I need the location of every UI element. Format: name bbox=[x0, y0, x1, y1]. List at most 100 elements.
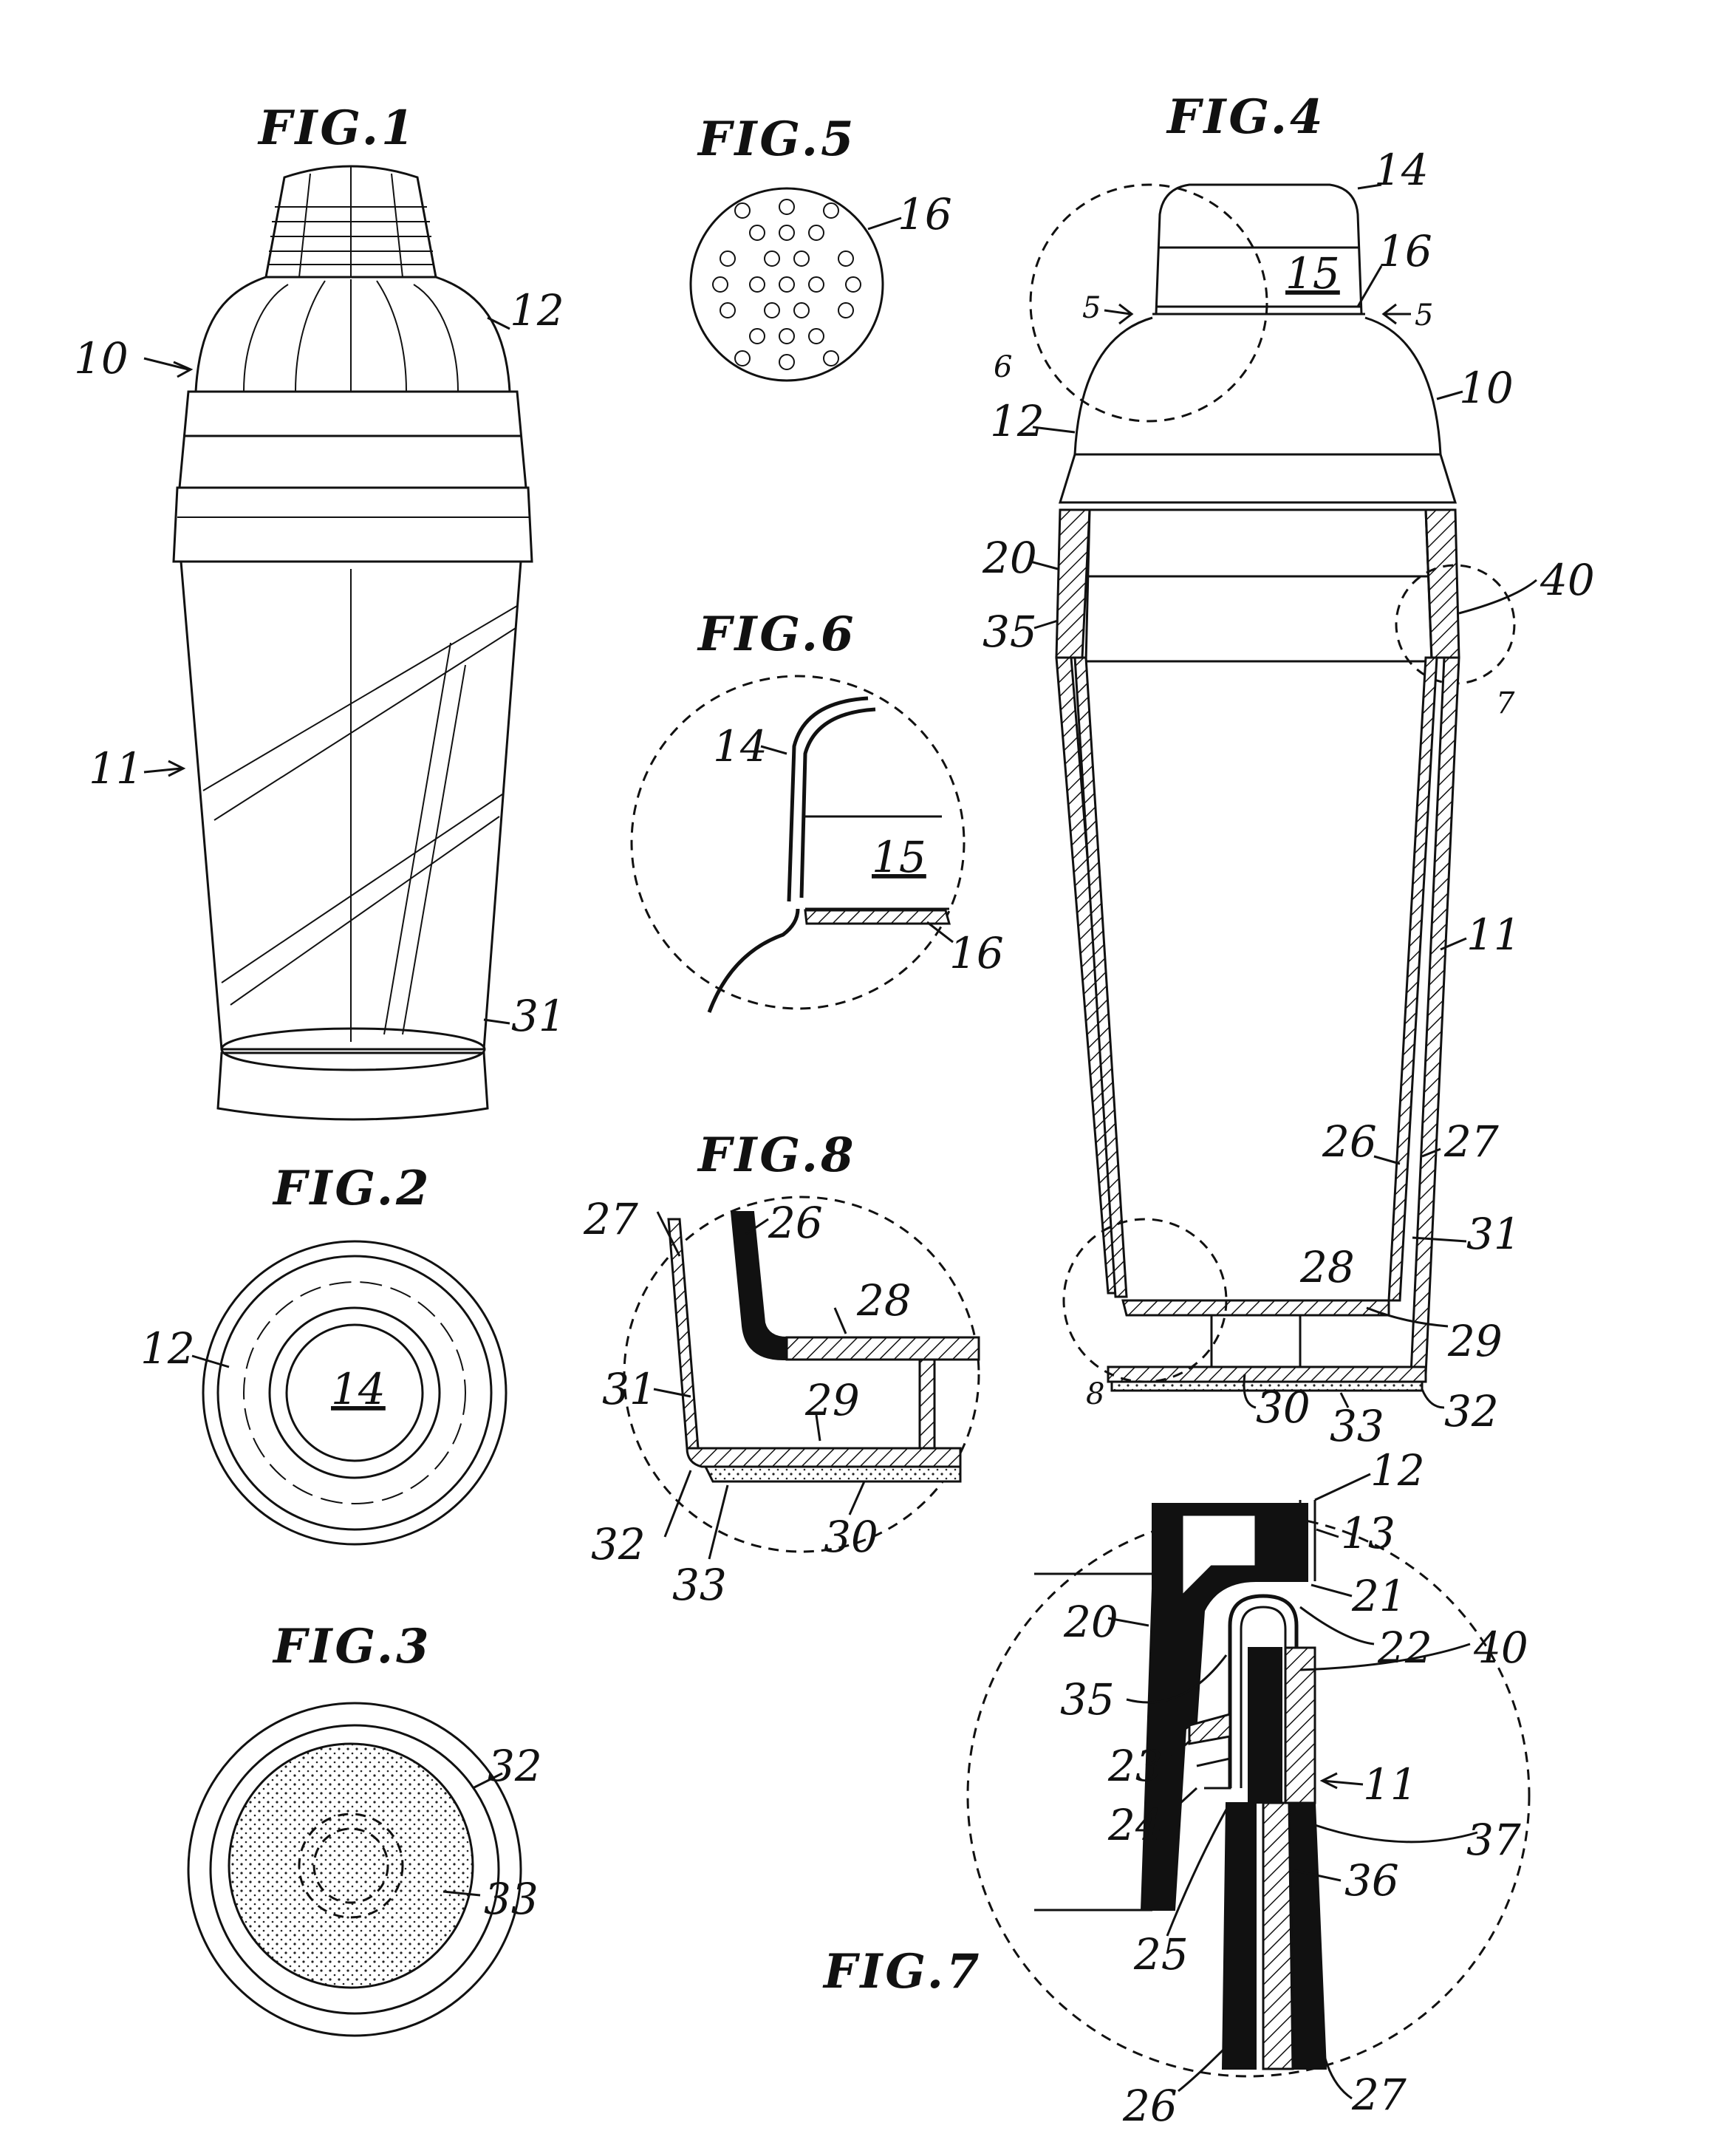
fig1-title: FIG.1 bbox=[257, 100, 417, 156]
fig1-lid-knurl bbox=[267, 166, 434, 278]
fig5-holes bbox=[712, 199, 861, 370]
fig1-label-cap: 12 bbox=[510, 285, 564, 335]
fig4-label-detail6: 6 bbox=[994, 350, 1012, 384]
fig1-base bbox=[216, 1051, 489, 1121]
fig1-cap-dome bbox=[194, 276, 511, 393]
fig5-label-strainer: 16 bbox=[898, 189, 952, 239]
fig7-outer-wall bbox=[1262, 1801, 1294, 2070]
fig4-label-section-left: 5 bbox=[1082, 291, 1101, 325]
fig5-disk bbox=[689, 187, 884, 382]
fig1-cup-reflections bbox=[202, 569, 518, 1042]
fig4-label-cup: 11 bbox=[1466, 910, 1521, 960]
fig4-inner-floor bbox=[1121, 1299, 1390, 1317]
fig1-cup-floor bbox=[220, 1027, 486, 1071]
fig6-label-chamber: 15 bbox=[872, 832, 926, 882]
fig4-detail8-circle bbox=[1062, 1218, 1228, 1383]
fig4-section-view: FIG.4 14 15 16 bbox=[982, 89, 1595, 1451]
fig1-collar bbox=[178, 390, 527, 489]
fig4-label-floor: 28 bbox=[1299, 1242, 1355, 1292]
fig7-label-edge: 13 bbox=[1341, 1508, 1395, 1558]
fig4-inner-wall-right bbox=[1387, 656, 1438, 1302]
fig7-label-inner: 26 bbox=[1122, 2081, 1178, 2131]
fig4-cap-band bbox=[1058, 453, 1458, 504]
fig4-label-detail7: 7 bbox=[1496, 686, 1515, 720]
fig4-label-strainer: 16 bbox=[1378, 226, 1432, 276]
fig1-label-bottom: 31 bbox=[511, 991, 566, 1041]
fig4-label-base: 32 bbox=[1444, 1386, 1499, 1436]
fig7-label-rim: 40 bbox=[1473, 1623, 1528, 1673]
fig7-rib bbox=[1188, 1713, 1231, 1745]
fig3-label-pad: 33 bbox=[484, 1874, 539, 1924]
fig8-base bbox=[686, 1447, 962, 1468]
fig2-lid bbox=[268, 1306, 441, 1479]
fig8-label-base: 32 bbox=[591, 1519, 646, 1569]
fig8-pad bbox=[703, 1465, 962, 1483]
fig1-cap-ribs bbox=[243, 279, 459, 392]
fig6-lid-detail: FIG.6 15 14 16 bbox=[630, 607, 1004, 1013]
fig7-label-lip: 22 bbox=[1377, 1623, 1432, 1673]
fig4-label-detail8: 8 bbox=[1086, 1377, 1104, 1411]
fig4-label-lid: 14 bbox=[1374, 145, 1429, 195]
fig7-label-collar: 20 bbox=[1063, 1597, 1118, 1647]
fig6-detail-circle bbox=[630, 675, 966, 1010]
fig8-label-inner: 26 bbox=[768, 1198, 823, 1248]
fig7-label-ring: 35 bbox=[1060, 1674, 1115, 1725]
fig7-collar bbox=[1140, 1503, 1308, 1911]
fig6-lid-wall bbox=[787, 696, 869, 902]
fig4-collar-left bbox=[1055, 508, 1091, 659]
fig8-label-outer: 27 bbox=[583, 1194, 638, 1244]
fig7-label-rib: 23 bbox=[1107, 1741, 1163, 1791]
fig4-label-shaker: 10 bbox=[1459, 363, 1514, 413]
fig8-outer-wall bbox=[667, 1218, 700, 1450]
fig4-label-section-right: 5 bbox=[1415, 299, 1433, 333]
fig8-detail-circle bbox=[623, 1196, 980, 1553]
fig2-outer-rim bbox=[202, 1240, 508, 1546]
fig5-title: FIG.5 bbox=[697, 112, 857, 167]
fig4-outer-wall-right bbox=[1409, 656, 1460, 1376]
fig3-title: FIG.3 bbox=[272, 1619, 432, 1674]
fig8-label-pad: 33 bbox=[672, 1560, 727, 1610]
fig4-label-ring: 35 bbox=[983, 607, 1037, 657]
fig4-label-outer: 27 bbox=[1443, 1116, 1499, 1167]
fig7-label-step: 25 bbox=[1133, 1929, 1189, 1979]
fig2-label-cap: 12 bbox=[140, 1323, 195, 1374]
fig7-label-cap: 12 bbox=[1370, 1445, 1425, 1496]
fig5-strainer-disk: FIG.5 16 bbox=[689, 112, 952, 382]
fig4-label-collar: 20 bbox=[982, 533, 1037, 583]
fig8-label-hub: 30 bbox=[824, 1512, 878, 1562]
fig6-title: FIG.6 bbox=[697, 607, 857, 662]
fig7-label-seam: 36 bbox=[1344, 1855, 1399, 1906]
fig6-strainer bbox=[804, 909, 951, 925]
fig4-label-gap: 29 bbox=[1447, 1316, 1503, 1366]
fig7-inner-wall bbox=[1221, 1802, 1257, 2070]
fig4-label-inner: 26 bbox=[1322, 1116, 1377, 1167]
fig8-hub bbox=[918, 1358, 936, 1450]
fig1-label-cup: 11 bbox=[89, 743, 143, 794]
fig3-outer-rim bbox=[187, 1702, 522, 2037]
fig8-label-space: 31 bbox=[602, 1364, 657, 1414]
fig3-pad bbox=[228, 1742, 474, 1989]
fig4-detail6-circle bbox=[1029, 183, 1268, 423]
fig2-title: FIG.2 bbox=[272, 1161, 432, 1216]
fig8-label-gap: 29 bbox=[804, 1375, 860, 1425]
fig4-base bbox=[1107, 1365, 1427, 1383]
fig7-title: FIG.7 bbox=[822, 1944, 983, 1999]
fig4-label-chamber: 15 bbox=[1285, 248, 1340, 299]
fig7-label-outer: 27 bbox=[1351, 2070, 1407, 2120]
fig4-cap bbox=[1073, 316, 1442, 456]
fig7-label-cup: 11 bbox=[1363, 1759, 1418, 1810]
fig7-label-groove: 24 bbox=[1107, 1800, 1163, 1850]
fig2-label-lid: 14 bbox=[331, 1364, 386, 1414]
fig8-label-floor: 28 bbox=[856, 1275, 912, 1326]
fig3-bottom-view: FIG.3 32 33 bbox=[187, 1619, 542, 2037]
fig8-floor bbox=[785, 1336, 980, 1361]
fig2-top-view: FIG.2 14 12 bbox=[140, 1161, 508, 1546]
fig1-band bbox=[172, 486, 533, 563]
fig7-label-wall: 37 bbox=[1466, 1815, 1521, 1865]
fig8-title: FIG.8 bbox=[697, 1128, 857, 1183]
fig1-label-shaker: 10 bbox=[74, 333, 129, 383]
fig6-label-strainer: 16 bbox=[949, 928, 1004, 978]
fig7-label-shoulder: 21 bbox=[1351, 1571, 1407, 1621]
